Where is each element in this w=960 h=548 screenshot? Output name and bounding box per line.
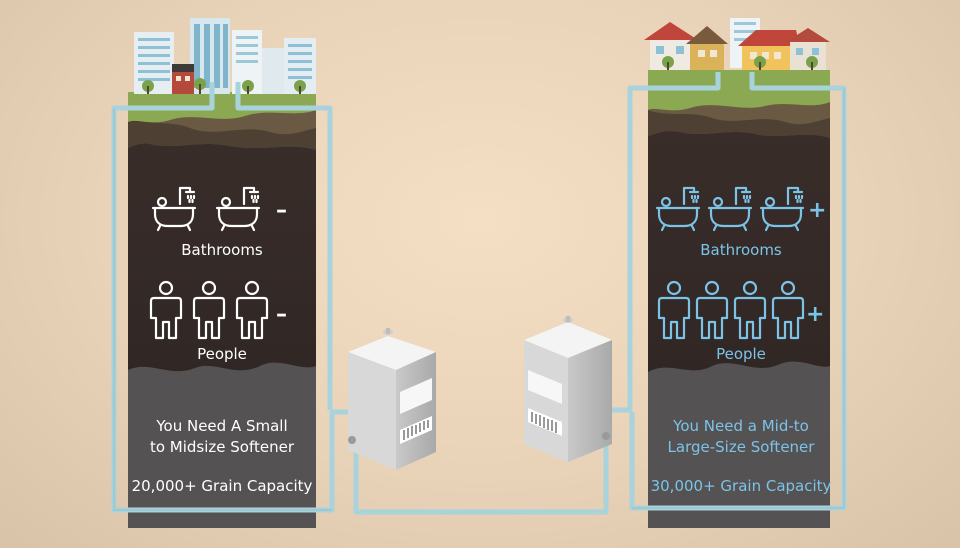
left-capacity: 20,000+ Grain Capacity	[131, 477, 313, 495]
left-info-panel: – Bathrooms – People You Need A Small to…	[128, 0, 316, 548]
person-icon	[732, 280, 768, 346]
person-icon	[694, 280, 730, 346]
right-people-sign: +	[806, 302, 825, 327]
person-icon	[656, 280, 692, 346]
left-bathrooms-sign: –	[276, 198, 287, 223]
left-recommendation-line2: to Midsize Softener	[149, 438, 295, 456]
left-water-softener	[348, 328, 436, 470]
left-recommendation-line1: You Need A Small	[156, 417, 288, 435]
person-icon	[770, 280, 806, 346]
right-people-label: People	[716, 345, 766, 363]
right-bathrooms-sign: +	[808, 198, 827, 223]
bathtub-icon	[214, 182, 262, 238]
bathtub-icon	[150, 182, 198, 238]
water-pipes-outline	[113, 88, 845, 511]
left-people-label: People	[197, 345, 247, 363]
person-icon	[191, 280, 227, 346]
bathtub-icon	[758, 182, 806, 238]
right-ground-column	[648, 70, 830, 528]
right-info-panel: + Bathrooms + People You Need a Mid-to L…	[648, 0, 831, 548]
city-skyline	[134, 18, 316, 94]
left-people-sign: –	[276, 302, 287, 327]
right-recommendation-line1: You Need a Mid-to	[673, 417, 809, 435]
right-recommendation-line2: Large-Size Softener	[667, 438, 815, 456]
right-capacity: 30,000+ Grain Capacity	[650, 477, 832, 495]
person-icon	[148, 280, 184, 346]
person-icon	[234, 280, 270, 346]
right-water-softener	[524, 316, 612, 462]
water-pipes	[111, 72, 847, 515]
left-ground-column	[128, 92, 316, 528]
suburban-houses	[644, 18, 830, 70]
bathtub-icon	[654, 182, 702, 238]
left-bathrooms-label: Bathrooms	[181, 241, 263, 259]
right-bathrooms-label: Bathrooms	[700, 241, 782, 259]
bathtub-icon	[706, 182, 754, 238]
